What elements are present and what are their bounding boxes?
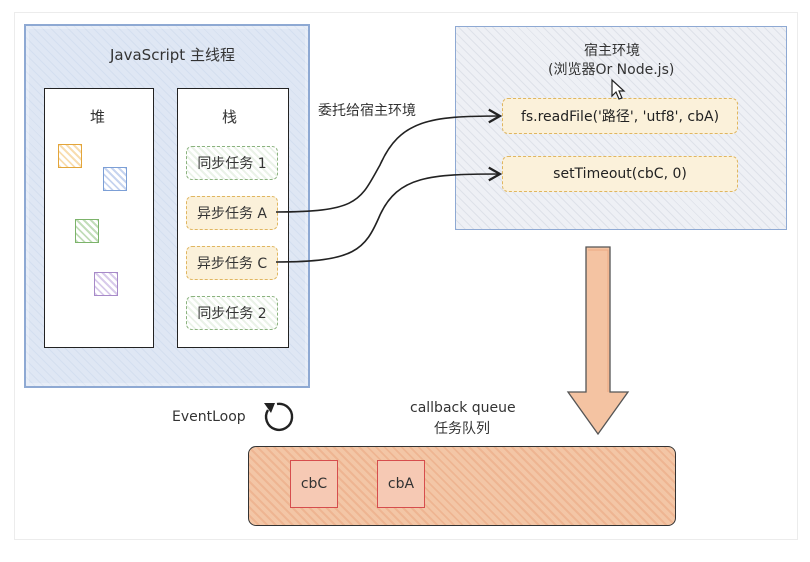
callback-queue [248,446,676,526]
heap-object-purple [94,272,118,296]
api-readfile: fs.readFile('路径', 'utf8', cbA) [502,98,738,134]
event-loop-label: EventLoop [172,409,246,425]
cursor-icon [611,78,626,100]
host-subtitle: (浏览器Or Node.js) [548,62,675,78]
queue-subtitle: 任务队列 [434,421,490,437]
heap-object-orange [58,144,82,168]
delegate-label: 委托给宿主环境 [318,103,416,119]
stack-item-async-a: 异步任务 A [186,196,278,230]
api-settimeout: setTimeout(cbC, 0) [502,156,738,192]
heap-box [44,88,154,348]
stack-item-async-c: 异步任务 C [186,246,278,280]
js-thread-title: JavaScript 主线程 [110,46,235,64]
connector-async-c [275,166,503,263]
queue-title: callback queue [410,400,516,416]
queue-item-cba: cbA [377,460,425,508]
heap-object-blue [103,167,127,191]
host-title: 宿主环境 [584,43,640,59]
stack-item-sync-1: 同步任务 1 [186,146,278,180]
heap-object-green [75,219,99,243]
heap-title: 堆 [90,108,106,126]
down-arrow [566,246,630,436]
queue-item-cbc: cbC [290,460,338,508]
stack-item-sync-2: 同步任务 2 [186,296,278,330]
connector-async-a [275,108,503,213]
event-loop-icon [264,402,294,431]
stack-title: 栈 [222,108,238,126]
